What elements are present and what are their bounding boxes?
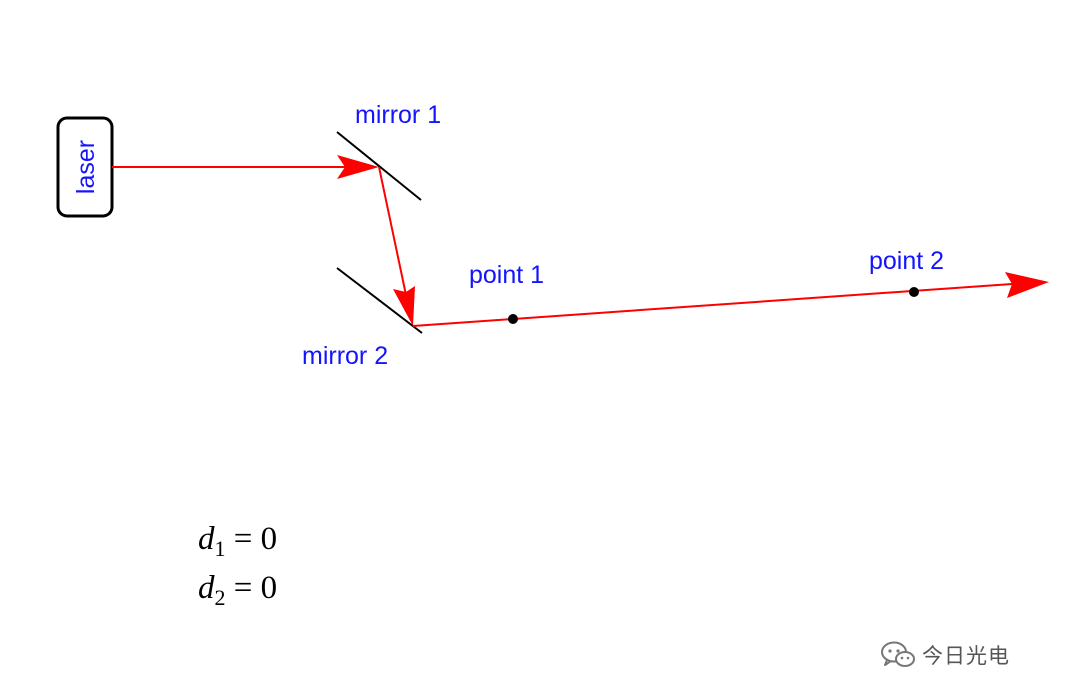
beam-arrowhead-1 (337, 155, 379, 179)
point-2-dot (909, 287, 919, 297)
watermark-text: 今日光电 (922, 644, 1010, 668)
beam-arrowhead-3 (1005, 272, 1049, 298)
equation-d2-var: d (198, 570, 215, 606)
equation-d2-sub: 2 (214, 585, 226, 610)
mirror-1-label: mirror 1 (355, 101, 441, 129)
equation-d1-var: d (198, 521, 215, 557)
mirror-2-label: mirror 2 (302, 342, 388, 370)
wechat-icon (880, 640, 916, 670)
mirror-1 (336, 131, 422, 201)
equation-d2: d2 = 0 (198, 570, 278, 609)
point-1-label: point 1 (469, 261, 544, 289)
point-1-dot (508, 314, 518, 324)
laser-source: laser (56, 116, 114, 218)
equation-d1: d1 = 0 (198, 521, 278, 560)
mirror-2 (336, 267, 423, 334)
beam-segment-mirror1-to-mirror2 (378, 166, 407, 296)
beam-segment-mirror2-to-out (412, 283, 1013, 327)
laser-label: laser (72, 140, 100, 194)
watermark: 今日光电 (880, 638, 1010, 672)
equation-d2-rest: = 0 (225, 570, 278, 606)
beam-arrowhead-2 (393, 286, 415, 326)
equation-d1-rest: = 0 (225, 521, 278, 557)
equation-d1-sub: 1 (214, 536, 226, 561)
point-2-label: point 2 (869, 247, 944, 275)
